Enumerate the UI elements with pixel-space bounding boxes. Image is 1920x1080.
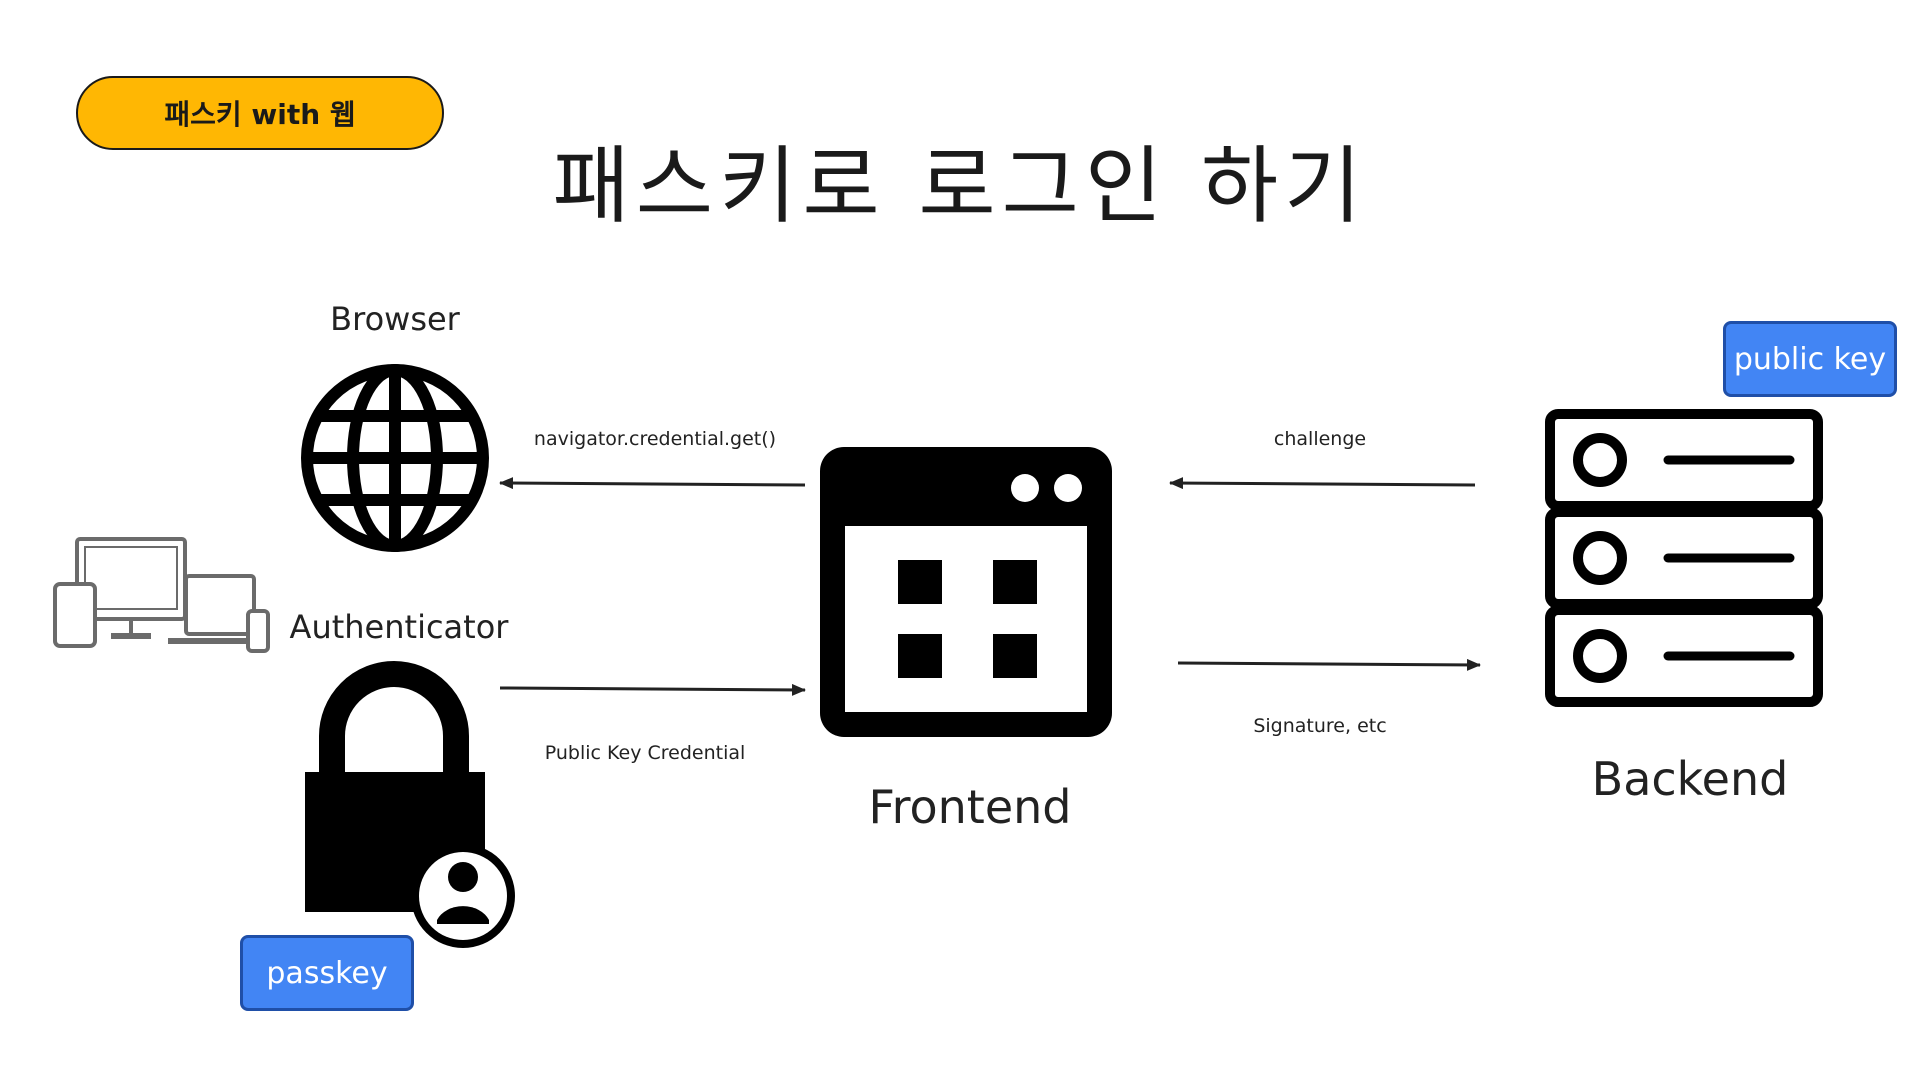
section-badge: 패스키 with 웹 [76, 76, 444, 150]
server-stack-icon [1545, 409, 1823, 707]
arrow-backend-to-frontend [1169, 477, 1476, 490]
arrow-authenticator-to-frontend [499, 683, 806, 696]
browser-label: Browser [330, 300, 460, 338]
arrow-frontend-to-browser [499, 477, 806, 490]
lock-person-icon [305, 661, 515, 948]
arrow-frontend-to-backend [1177, 658, 1481, 671]
edge-label-public-key-credential: Public Key Credential [544, 742, 746, 764]
web-app-window-icon [820, 447, 1112, 737]
devices-icon [53, 537, 270, 653]
edge-label-signature: Signature, etc [1253, 715, 1387, 737]
frontend-label: Frontend [868, 780, 1072, 834]
authenticator-label: Authenticator [289, 608, 509, 646]
public-key-tag: public key [1723, 321, 1897, 397]
edge-label-navigator-get: navigator.credential.get() [533, 428, 777, 450]
page-title: 패스키로 로그인 하기 [552, 137, 1368, 235]
backend-label: Backend [1591, 752, 1789, 806]
globe-icon [301, 364, 489, 552]
edge-label-challenge: challenge [1273, 428, 1367, 450]
passkey-tag: passkey [240, 935, 414, 1011]
